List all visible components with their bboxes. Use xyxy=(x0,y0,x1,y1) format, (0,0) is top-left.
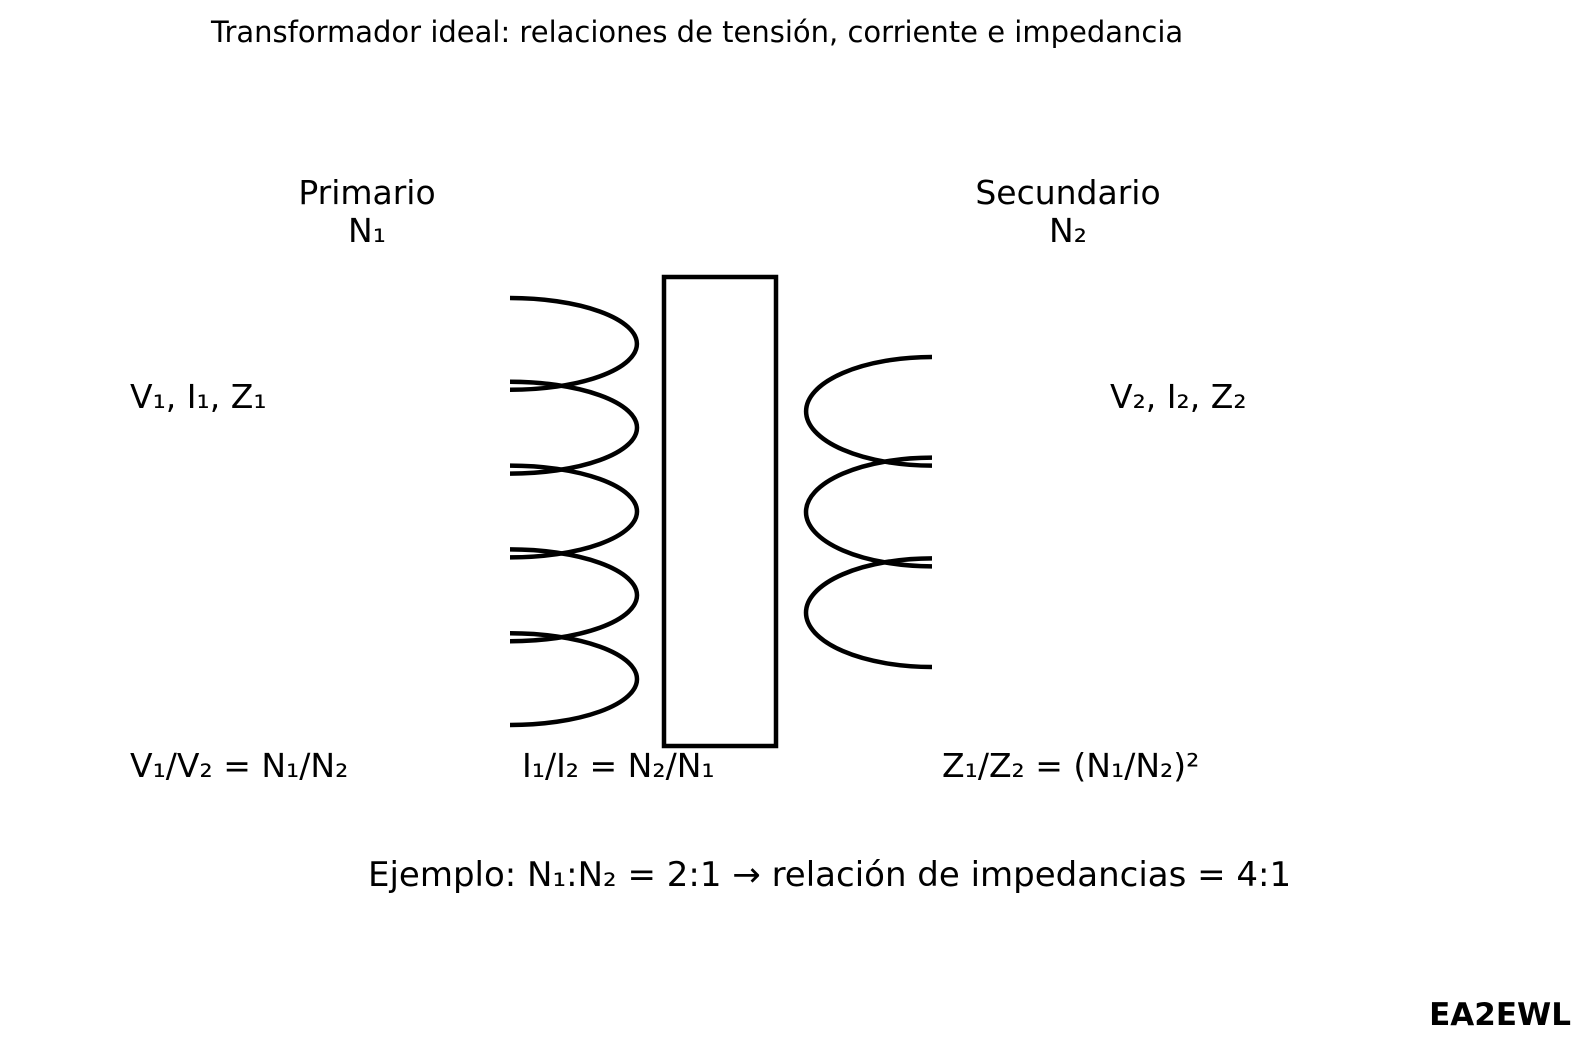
transformer-core xyxy=(661,274,779,749)
example-note: Ejemplo: N₁:N₂ = 2:1 → relación de imped… xyxy=(368,855,1292,895)
primary-coil-loop-3 xyxy=(509,463,640,560)
secondary-turns-text: N₂ xyxy=(1049,211,1087,250)
primary-values-label: V₁, I₁, Z₁ xyxy=(130,377,267,416)
secondary-coil-loop-1 xyxy=(803,354,933,468)
primary-coil-loop-2 xyxy=(509,379,640,476)
secondary-label-text: Secundario xyxy=(975,173,1161,212)
secondary-coil-loop-3 xyxy=(803,556,933,670)
callsign-signature: EA2EWL xyxy=(1429,997,1571,1033)
primary-coil-loop-4 xyxy=(509,547,640,644)
diagram-title: Transformador ideal: relaciones de tensi… xyxy=(211,15,1184,49)
primary-coil-loop-1 xyxy=(509,295,640,393)
primary-coil xyxy=(509,295,640,728)
secondary-coil xyxy=(803,354,933,670)
voltage-ratio-formula: V₁/V₂ = N₁/N₂ xyxy=(130,746,349,785)
primary-label-text: Primario xyxy=(298,173,436,212)
primary-coil-loop-5 xyxy=(509,630,640,728)
impedance-ratio-formula: Z₁/Z₂ = (N₁/N₂)² xyxy=(942,746,1200,785)
primary-winding-label: Primario N₁ xyxy=(287,174,447,250)
primary-turns-text: N₁ xyxy=(348,211,386,250)
secondary-coil-loop-2 xyxy=(804,455,933,569)
secondary-winding-label: Secundario N₂ xyxy=(968,174,1168,250)
secondary-values-label: V₂, I₂, Z₂ xyxy=(1110,377,1247,416)
current-ratio-formula: I₁/I₂ = N₂/N₁ xyxy=(522,746,715,785)
